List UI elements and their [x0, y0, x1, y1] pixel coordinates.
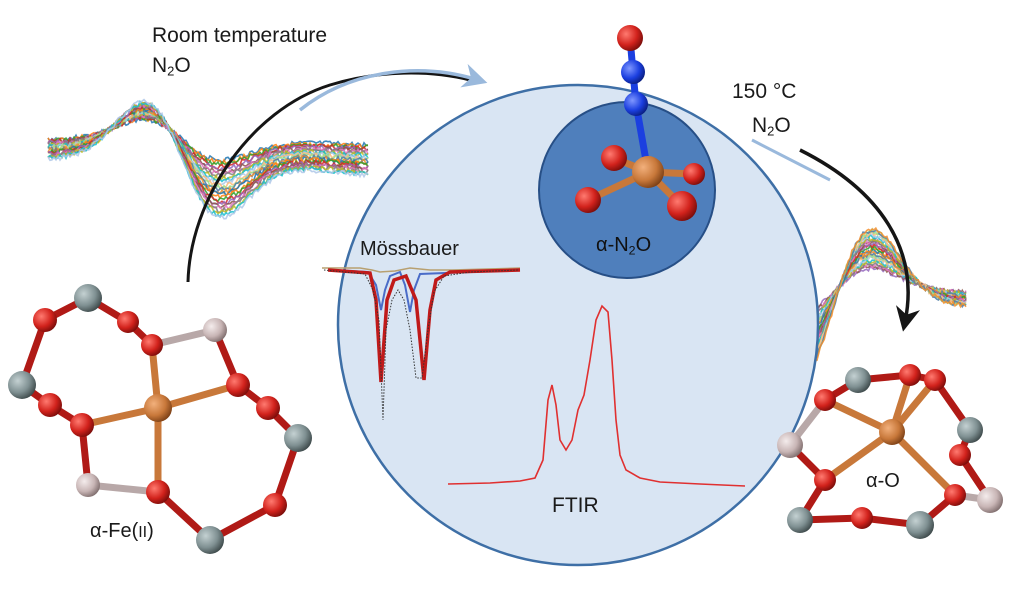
- spectrum-trace-left: [47, 98, 369, 220]
- bond: [888, 428, 959, 499]
- oxygen-atom: [575, 187, 601, 213]
- silicon-atom: [787, 507, 813, 533]
- oxygen-atom: [814, 389, 836, 411]
- aluminium-atom: [76, 473, 100, 497]
- silicon-atom: [284, 424, 312, 452]
- silicon-atom: [74, 284, 102, 312]
- nitrogen-atom: [621, 60, 645, 84]
- label-ftir: FTIR: [552, 494, 599, 517]
- oxygen-atom: [141, 334, 163, 356]
- molecule-alpha-fe-ii: [8, 284, 312, 554]
- silicon-atom: [8, 371, 36, 399]
- oxygen-atom: [601, 145, 627, 171]
- silicon-atom: [957, 417, 983, 443]
- oxygen-atom: [617, 25, 643, 51]
- silicon-atom: [845, 367, 871, 393]
- aluminium-atom: [977, 487, 1003, 513]
- bond: [821, 428, 896, 484]
- label-n2o-right: N2O: [752, 114, 791, 139]
- arrow-room-temp-curved: [186, 71, 471, 283]
- oxygen-atom: [683, 163, 705, 185]
- mossbauer-red-fit: [327, 268, 521, 383]
- label-n2o-left: N2O: [152, 54, 191, 79]
- oxygen-atom: [263, 493, 287, 517]
- silicon-atom: [196, 526, 224, 554]
- oxygen-atom: [33, 308, 57, 332]
- silicon-atom: [906, 511, 934, 539]
- oxygen-atom: [226, 373, 250, 397]
- mossbauer-blue-component: [329, 269, 521, 313]
- arrow-150c-curved: [799, 148, 920, 332]
- label-mossbauer: Mössbauer: [360, 238, 459, 260]
- mossbauer-data-trace: [323, 269, 519, 421]
- oxygen-atom: [256, 396, 280, 420]
- iron-atom: [632, 156, 664, 188]
- label-150c: 150 °C: [732, 80, 797, 103]
- aluminium-atom: [203, 318, 227, 342]
- oxygen-atom: [146, 480, 170, 504]
- oxygen-atom: [667, 191, 697, 221]
- label-alpha-o: α-O: [866, 470, 900, 492]
- oxygen-atom: [949, 444, 971, 466]
- mossbauer-baseline: [322, 267, 521, 273]
- oxygen-atom: [70, 413, 94, 437]
- label-alpha-n2o: α-N2O: [596, 234, 652, 258]
- label-room-temperature: Room temperature: [152, 24, 328, 47]
- ftir-spectrum: [447, 304, 746, 487]
- iron-atom: [879, 419, 905, 445]
- oxygen-atom: [944, 484, 966, 506]
- molecule-alpha-o: [777, 364, 1003, 539]
- molecule-alpha-n2o: [575, 25, 705, 221]
- oxygen-atom: [117, 311, 139, 333]
- oxygen-atom: [899, 364, 921, 386]
- mossbauer-spectrum: [322, 267, 521, 421]
- spectra-room-temperature: [47, 98, 369, 220]
- oxygen-atom: [814, 469, 836, 491]
- oxygen-atom: [851, 507, 873, 529]
- label-alpha-fe-ii: α-Fe(II): [90, 520, 154, 542]
- nitrogen-atom: [624, 92, 648, 116]
- arrow-light-right: [751, 138, 831, 182]
- aluminium-atom: [777, 432, 803, 458]
- oxygen-atom: [38, 393, 62, 417]
- oxygen-atom: [924, 369, 946, 391]
- iron-atom: [144, 394, 172, 422]
- arrow-light-top: [298, 63, 488, 112]
